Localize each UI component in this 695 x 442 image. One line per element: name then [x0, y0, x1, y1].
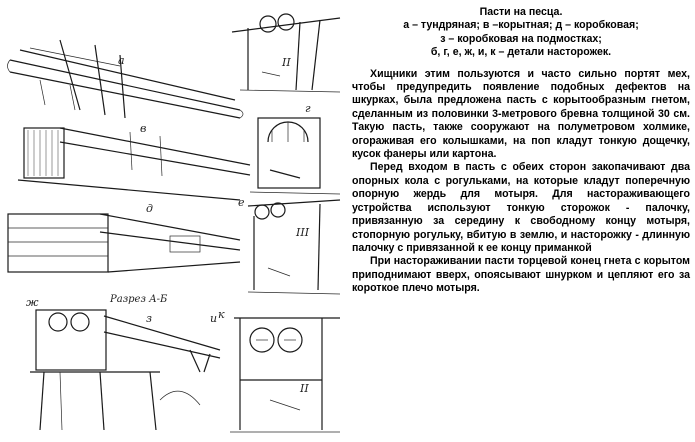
label-k: к — [218, 308, 225, 321]
paragraph-2: Перед входом в пасть с обеих сторон зако… — [352, 161, 690, 254]
detail-e — [247, 199, 341, 295]
label-e: е — [238, 196, 245, 209]
label-g: г — [305, 102, 311, 115]
paragraph-3: При настораживании пасти торцевой конец … — [352, 255, 690, 295]
trap-a-tundra — [7, 39, 244, 119]
caption-title: Пасти на песца. — [479, 6, 563, 18]
label-a: а — [118, 54, 125, 67]
label-roman2-top: II — [281, 56, 291, 69]
detail-g — [249, 117, 341, 195]
caption-line-3: б, г, е, ж, и, к – детали насторожек. — [430, 46, 612, 59]
text-column: Пасти на песца. а – тундряная; в –корытн… — [352, 6, 690, 438]
trap-z-platform — [30, 309, 221, 431]
label-roman3: III — [295, 226, 310, 239]
figure-caption: Пасти на песца. а – тундряная; в –корытн… — [352, 6, 690, 60]
label-z: з — [146, 312, 152, 325]
label-zh: ж — [26, 296, 39, 309]
caption-line-2: з – коробковая на подмостках; — [440, 32, 602, 45]
trap-drawing: а II в — [7, 13, 341, 433]
label-d: д — [146, 202, 153, 215]
label-roman2-bottom: II — [299, 382, 309, 395]
label-i: и — [210, 312, 217, 325]
paragraph-1: Хищники этим пользуются и часто сильно п… — [352, 67, 690, 161]
trap-illustration: а II в — [7, 13, 341, 433]
trap-d-box — [7, 213, 241, 273]
trap-v-trough — [17, 127, 251, 201]
label-section: Разрез А-Б — [109, 294, 168, 305]
caption-line-1: а – тундряная; в –корытная; д – коробков… — [403, 19, 639, 32]
detail-b — [231, 13, 341, 93]
label-v: в — [140, 122, 146, 135]
detail-i-k — [230, 317, 340, 433]
